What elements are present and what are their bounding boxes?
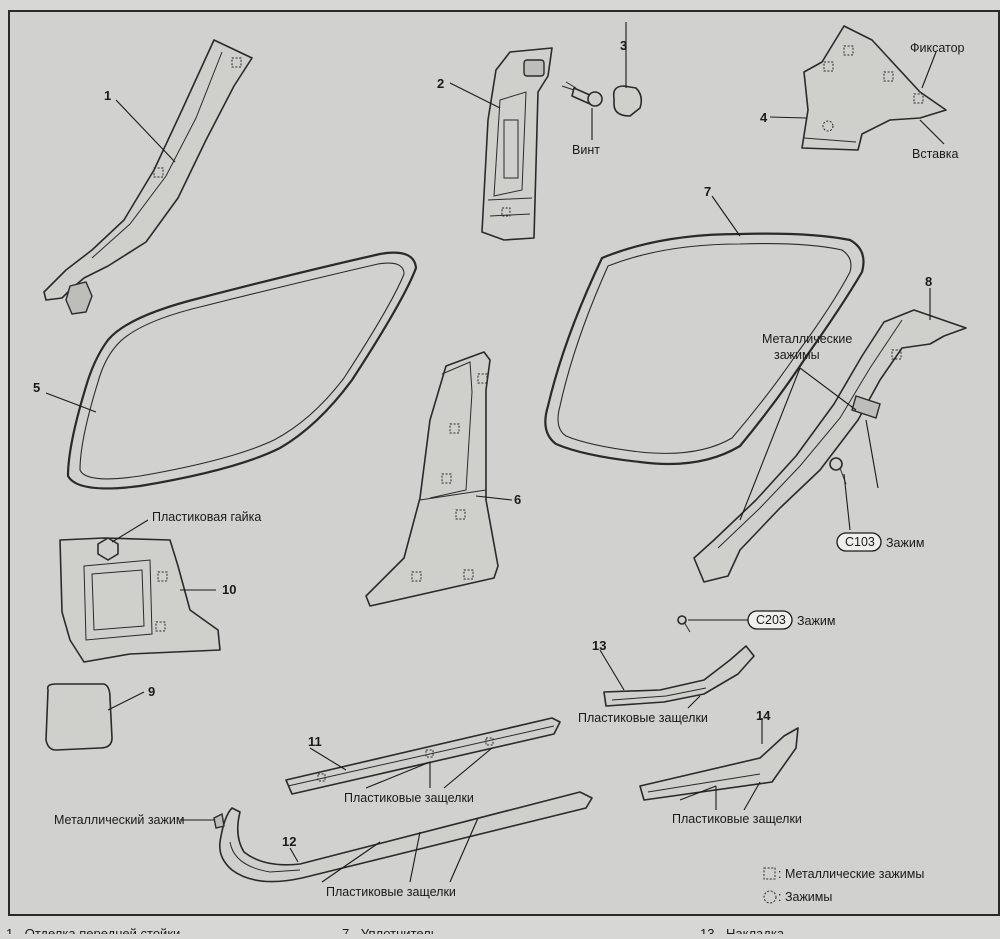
label-c203: Зажим [797,614,835,628]
part-9-cover [45,683,113,751]
leader-part-7 [711,195,741,237]
clip-c103-icon [829,457,847,485]
part-8-rear-pillar-trim [693,309,967,583]
leader-latches-13 [687,695,701,709]
part-2-upper-trim [481,47,553,241]
label-screw: Винт [572,143,600,157]
label-latches-12: Пластиковые защелки [326,885,456,899]
leader-part-4 [769,116,807,119]
part-number-11: 11 [308,734,322,749]
part-number-12: 12 [282,834,296,849]
label-c203-code: C203 [756,613,786,627]
label-retainer: Фиксатор [910,41,965,55]
label-c103-code: C103 [845,535,875,549]
leader-part-12 [289,847,299,863]
caption-3: 13 - Накладка [700,926,785,934]
label-latches-13: Пластиковые защелки [578,711,708,725]
part-number-2: 2 [437,76,444,91]
part-6-center-pillar-trim [365,351,499,607]
part-number-3: 3 [620,38,627,53]
label-c103: Зажим [886,536,924,550]
leader-part-2 [449,82,501,109]
part-5-weatherstrip [66,251,418,490]
part-number-9: 9 [148,684,155,699]
legend-metal-clip-symbol [763,867,776,880]
leader-latches-12-b [409,831,421,883]
badge-c203 [747,610,793,630]
legend-metal-clips: : Металлические зажимы [778,867,924,881]
leader-latches-12-c [449,817,479,883]
part-number-5: 5 [33,380,40,395]
leader-latches-14-a [679,785,717,801]
leader-part-1 [115,99,176,163]
leader-part-6 [475,495,513,501]
part-number-1: 1 [104,88,111,103]
leader-plastic-nut [111,519,149,543]
leader-latches-11-c [443,747,493,789]
part-number-7: 7 [704,184,711,199]
leader-part-11 [309,747,347,771]
label-metal-clips-2: зажимы [774,348,820,362]
leader-metal-clips-b [799,367,857,411]
caption-1: 1 - Отделка передней стойки [6,926,180,934]
part-number-4: 4 [760,110,768,125]
label-metal-clip: Металлический зажим [54,813,184,827]
legend-clips: : Зажимы [778,890,832,904]
part-4-quarter-trim [801,25,947,151]
label-latches-11: Пластиковые защелки [344,791,474,805]
part-number-8: 8 [925,274,932,289]
label-metal-clips-1: Металлические [762,332,852,346]
leader-latches-11-a [365,761,431,789]
leader-part-13 [599,649,625,691]
part-10-lower-trim [59,537,221,663]
legend-clip-symbol [763,890,777,904]
leader-metal-clips-a [739,367,801,521]
leader-c103 [843,473,851,531]
part-3-cap [612,85,643,117]
leader-part-9 [107,691,145,711]
part-14-trim [639,727,799,801]
clip-c203-icon [677,615,691,633]
part-number-6: 6 [514,492,521,507]
part-7-weatherstrip [544,232,865,466]
leader-metal-clips-c [865,419,879,489]
caption-2: 7 - Уплотнитель [342,926,438,934]
label-plastic-nut: Пластиковая гайка [152,510,261,524]
label-insert: Вставка [912,147,959,161]
leader-retainer [921,51,937,89]
part-number-13: 13 [592,638,606,653]
part-13-trim [603,645,755,707]
part-11-sill-trim [285,717,561,795]
label-latches-14: Пластиковые защелки [672,812,802,826]
legend: : Металлические зажимы : Зажимы [763,867,924,904]
part-1-pillar-trim [43,39,253,315]
plastic-nut-icon [97,537,119,561]
screw-icon [561,81,603,107]
badge-c103 [836,532,882,552]
leader-insert [919,119,945,145]
part-number-10: 10 [222,582,236,597]
leader-latches-12-a [321,841,381,883]
leader-latches-14-c [743,781,761,811]
part-12-sill-trim [213,791,593,883]
part-number-14: 14 [756,708,771,723]
leader-part-5 [45,392,97,413]
